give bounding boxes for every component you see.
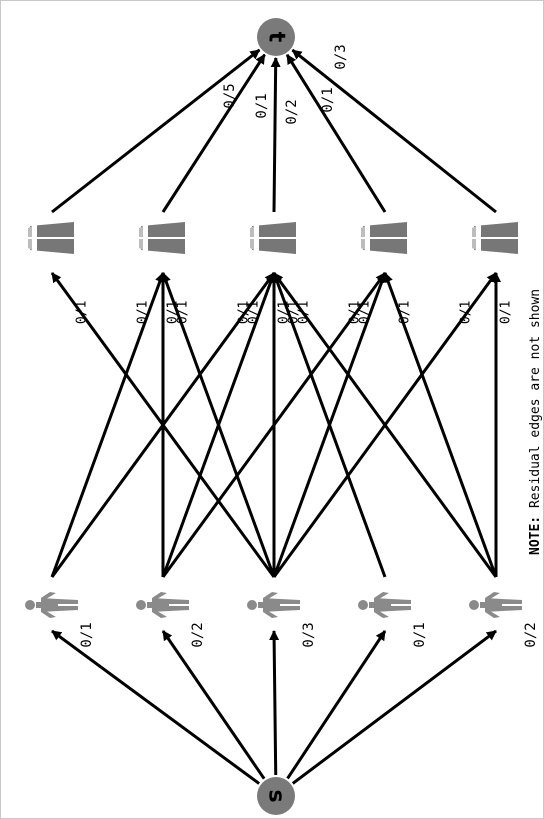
sink-label: t (264, 32, 289, 43)
edge-label-p2-b3: 0/1 (247, 301, 262, 324)
book-icon-b4[interactable] (361, 222, 407, 254)
edge-b2-sink[interactable] (161, 53, 266, 213)
note: NOTE: Residual edges are not shown (528, 289, 543, 555)
edges-layer (50, 48, 501, 785)
person-icon-p2[interactable] (136, 592, 189, 618)
edge-label-p2-b2: 0/1 (166, 301, 181, 324)
edge-label-p2-b4: 0/1 (348, 301, 363, 324)
edge-label-p4-b3: 0/1 (286, 301, 301, 324)
book-icon-b3[interactable] (250, 222, 296, 254)
edge-b3-sink[interactable] (270, 56, 281, 213)
edge-label-b5-sink: 0/3 (333, 44, 349, 69)
edge-b4-sink[interactable] (285, 53, 387, 213)
book-icon-b5[interactable] (472, 222, 518, 254)
person-icon-p5[interactable] (469, 592, 522, 618)
edge-label-p5-b4: 0/1 (397, 301, 412, 324)
edge-label-source-p5: 0/2 (523, 622, 539, 647)
edge-label-b4-sink: 0/1 (320, 87, 336, 112)
source-node[interactable]: s (257, 777, 295, 815)
edge-p5-b3[interactable] (272, 272, 498, 578)
books-layer (28, 222, 518, 254)
edge-label-p3-b5: 0/1 (459, 301, 474, 324)
edge-source-p3[interactable] (269, 630, 280, 776)
sink-node[interactable]: t (257, 18, 295, 56)
edge-p4-b3[interactable] (272, 272, 387, 578)
edge-p5-b4[interactable] (383, 272, 498, 578)
edge-b5-sink[interactable] (291, 48, 497, 214)
person-icon-p3[interactable] (247, 592, 300, 618)
edge-label-source-p2: 0/2 (190, 622, 206, 647)
edge-label-p3-b1: 0/1 (74, 301, 89, 324)
edge-label-p5-b3: 0/1 (296, 301, 311, 324)
edge-label-p5-b5: 0/1 (499, 301, 514, 324)
book-icon-b1[interactable] (28, 222, 74, 254)
edge-p3-b1[interactable] (50, 272, 276, 578)
edge-label-b2-sink: 0/1 (254, 93, 270, 118)
source-label: s (264, 789, 289, 802)
edge-source-p4[interactable] (286, 630, 387, 780)
note-prefix: NOTE: (528, 516, 543, 555)
edge-label-p1-b3: 0/1 (237, 301, 252, 324)
edge-label-b1-sink: 0/5 (222, 83, 238, 108)
edge-p3-b2[interactable] (161, 272, 276, 578)
note-text: Residual edges are not shown (528, 289, 543, 516)
people-layer (25, 592, 522, 618)
edge-label-p1-b2: 0/1 (136, 301, 151, 324)
edge-label-b3-sink: 0/2 (284, 99, 300, 124)
person-icon-p4[interactable] (358, 592, 411, 618)
edge-label-p3-b3: 0/1 (277, 301, 292, 324)
book-icon-b2[interactable] (139, 222, 185, 254)
edge-label-source-p3: 0/3 (301, 622, 317, 647)
person-icon-p1[interactable] (25, 592, 78, 618)
edge-label-source-p1: 0/1 (79, 622, 95, 647)
edge-b1-sink[interactable] (51, 48, 261, 214)
edge-p1-b2[interactable] (50, 272, 165, 578)
edge-source-p5[interactable] (291, 629, 497, 785)
edge-label-source-p4: 0/1 (412, 622, 428, 647)
edge-label-p3-b2: 0/1 (175, 301, 190, 324)
edge-source-p2[interactable] (161, 630, 266, 780)
edge-label-p3-b4: 0/1 (358, 301, 373, 324)
edge-source-p1[interactable] (51, 629, 260, 785)
